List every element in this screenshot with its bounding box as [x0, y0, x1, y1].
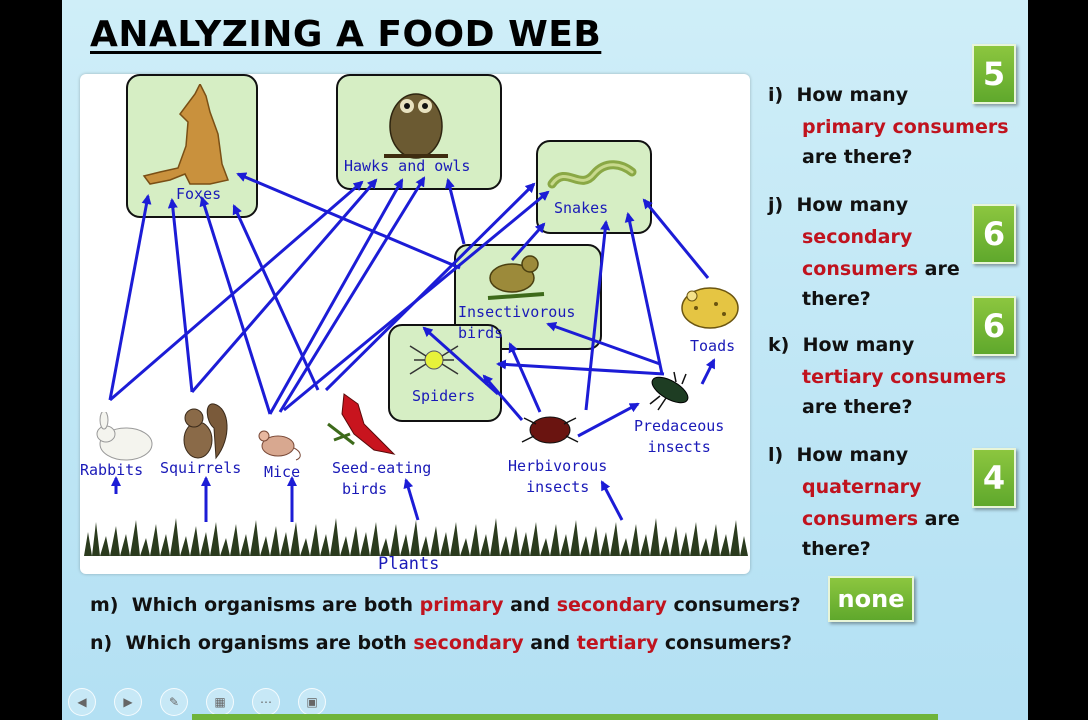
question-n: n) Which organisms are both secondary an…	[90, 632, 792, 654]
squirrel-image	[183, 403, 228, 460]
mice-label: Mice	[264, 463, 301, 481]
answer-l-badge: 4	[972, 448, 1016, 508]
question-j-highlight: secondary	[802, 226, 913, 248]
question-k-highlight: tertiary consumers	[802, 366, 1007, 388]
question-l-highlight: quaternary	[802, 476, 922, 498]
herbivorous-insect-image	[521, 416, 579, 444]
spiders-box	[388, 324, 502, 422]
toad-image	[681, 287, 739, 329]
previous-icon[interactable]: ◀	[68, 688, 96, 716]
hawks-owls-label: Hawks and owls	[344, 157, 471, 175]
spiders-label: Spiders	[412, 387, 476, 405]
answer-j-badge: 6	[972, 204, 1016, 264]
question-l-tail: there?	[802, 538, 871, 560]
plants-label: Plants	[378, 554, 440, 574]
snakes-label: Snakes	[554, 199, 609, 217]
question-j: j) How many	[768, 194, 909, 216]
answer-m-badge: none	[828, 576, 914, 622]
question-j-line3: consumers are	[802, 258, 960, 280]
insectivorous-bird-image	[487, 255, 545, 300]
food-web-diagram: Foxes Hawks and owls Snakes Insectivorou…	[80, 74, 750, 574]
screen-icon[interactable]: ▣	[298, 688, 326, 716]
question-j-tail: there?	[802, 288, 871, 310]
toads-label: Toads	[690, 337, 736, 355]
slide: ANALYZING A FOOD WEB	[62, 0, 1028, 720]
owl-image	[384, 93, 448, 159]
next-icon[interactable]: ▶	[114, 688, 142, 716]
answer-i-badge: 5	[972, 44, 1016, 104]
page-title: ANALYZING A FOOD WEB	[90, 14, 602, 55]
slide-icon[interactable]: ▦	[206, 688, 234, 716]
food-web-arrows	[108, 172, 716, 522]
seed-eating-birds-label: Seed-eating birds	[332, 459, 432, 498]
answer-k-badge: 6	[972, 296, 1016, 356]
herbivorous-insects-label: Herbivorous insects	[508, 457, 608, 496]
mouse-image	[258, 430, 301, 461]
predaceous-insect-image	[649, 371, 689, 411]
plants-image	[84, 518, 748, 556]
question-l-line3: consumers are	[802, 508, 960, 530]
cardinal-image	[327, 393, 396, 455]
question-l: l) How many	[768, 444, 909, 466]
bottom-accent-bar	[192, 714, 938, 720]
question-i-tail: are there?	[802, 146, 913, 168]
question-m: m) Which organisms are both primary and …	[90, 594, 801, 616]
foxes-label: Foxes	[176, 185, 222, 203]
more-icon[interactable]: ⋯	[252, 688, 280, 716]
rabbits-label: Rabbits	[80, 461, 144, 479]
question-i: i) How many	[768, 84, 909, 106]
question-k-tail: are there?	[802, 396, 913, 418]
squirrels-label: Squirrels	[160, 459, 242, 477]
snake-image	[547, 160, 637, 189]
fox-image	[142, 84, 230, 185]
rabbit-image	[96, 412, 153, 461]
predaceous-insects-label: Predaceous insects	[634, 417, 725, 456]
question-i-highlight: primary consumers	[802, 116, 1009, 138]
pen-icon[interactable]: ✎	[160, 688, 188, 716]
insectivorous-birds-label: Insectivorous birds	[458, 303, 576, 342]
question-k: k) How many	[768, 334, 915, 356]
